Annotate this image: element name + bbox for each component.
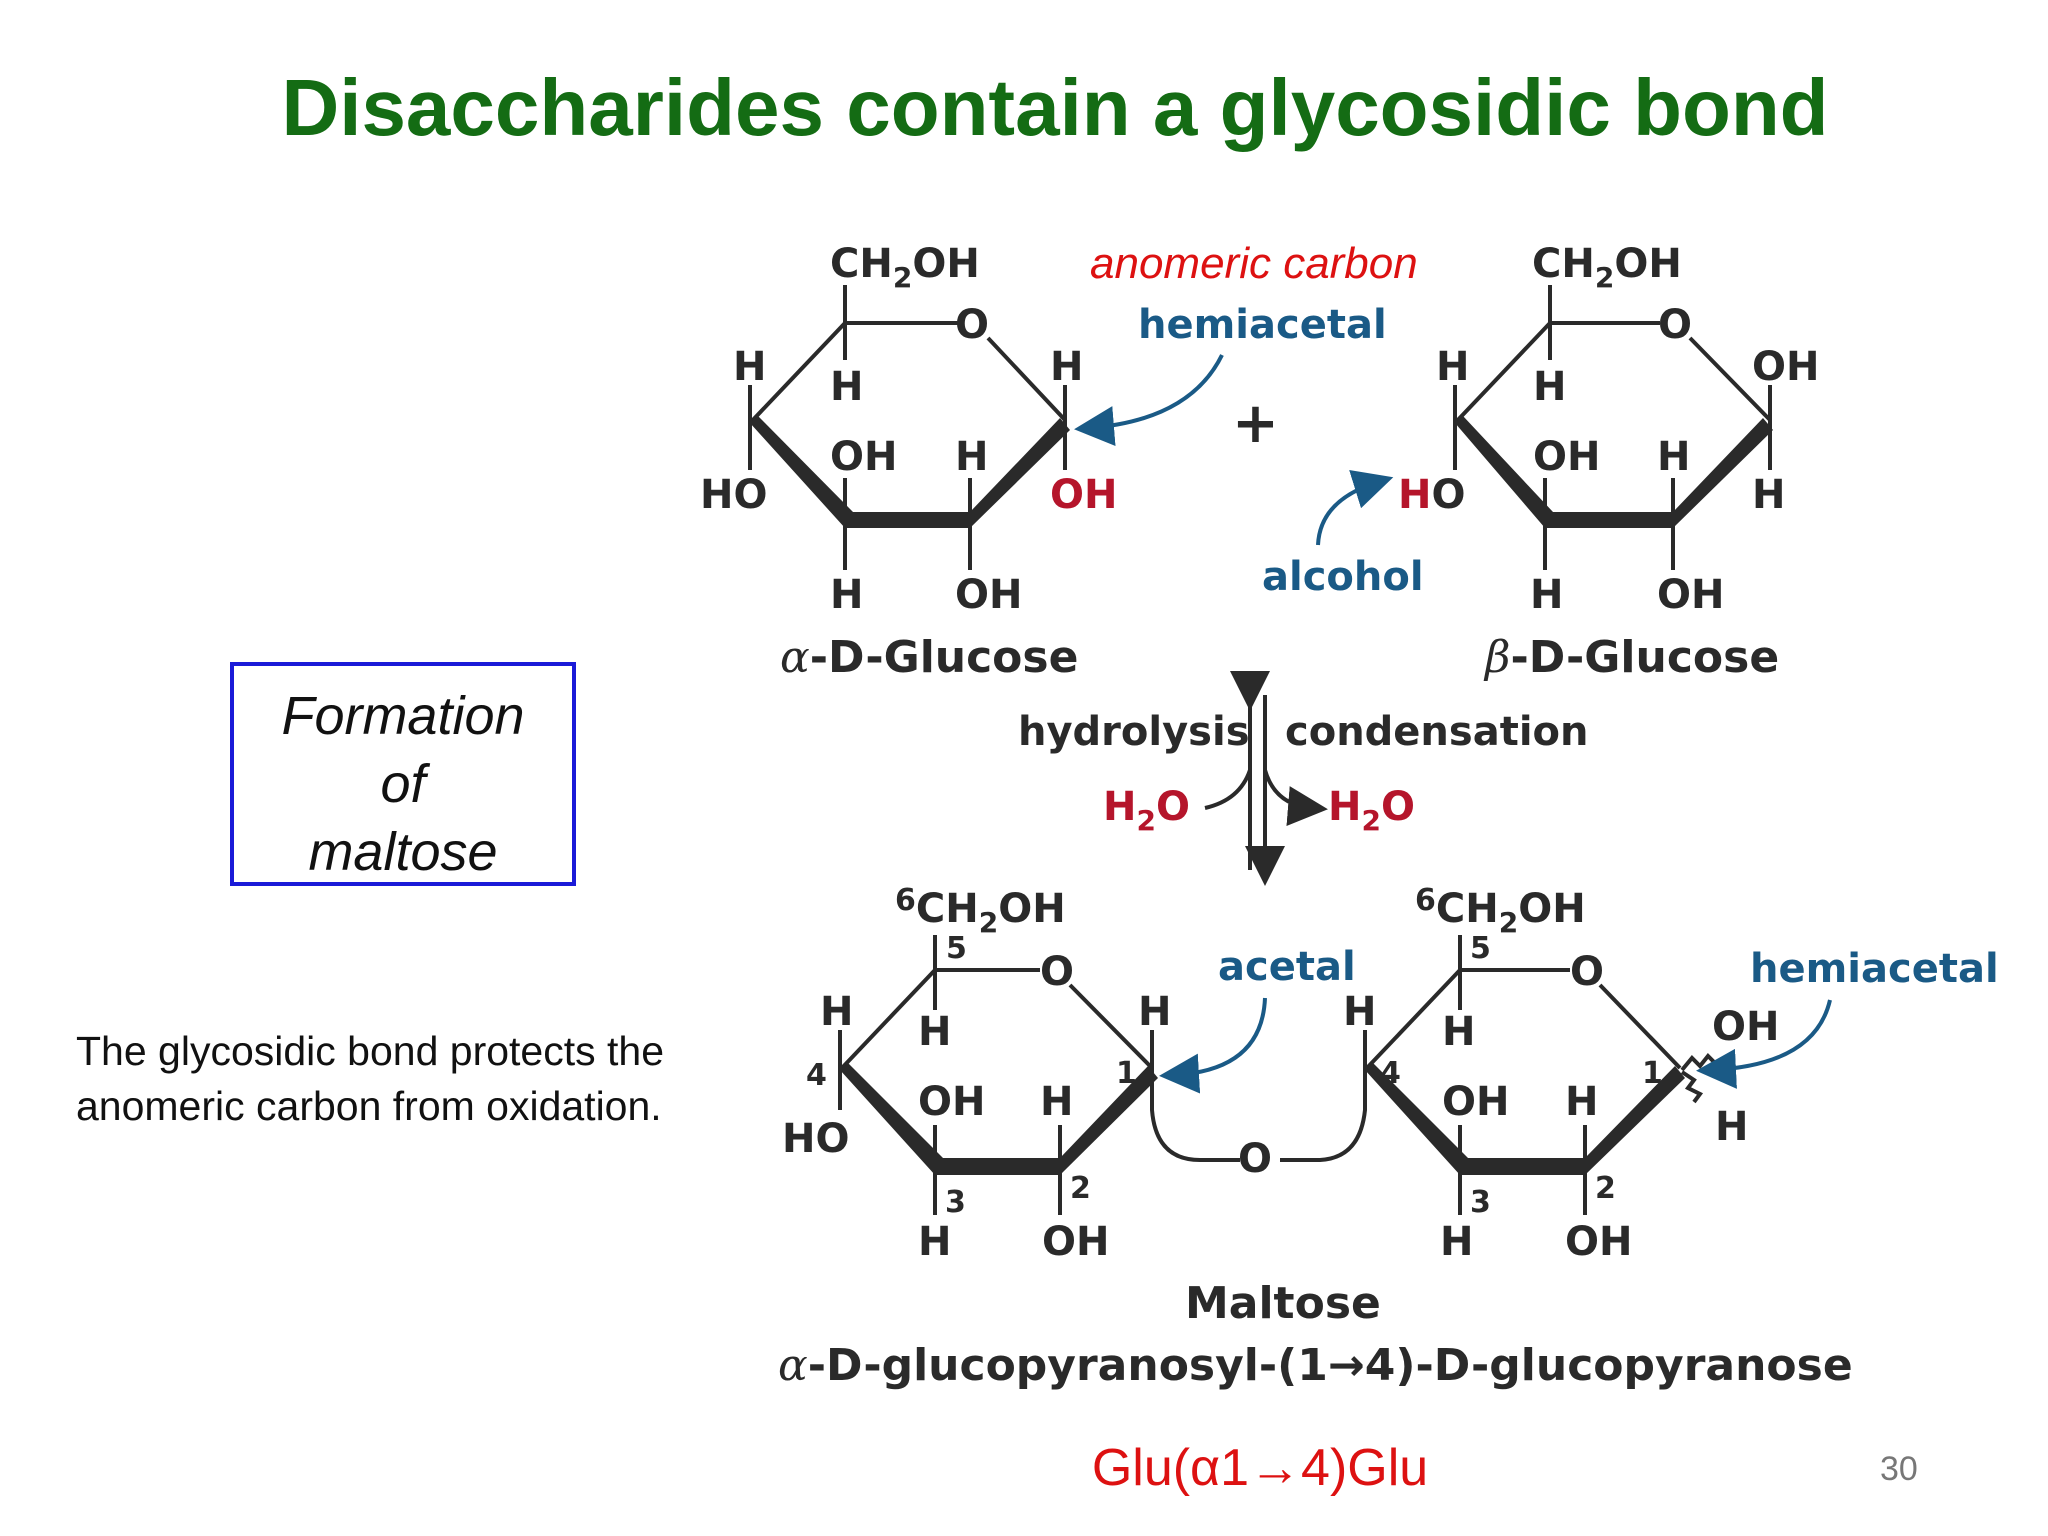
maltose-right-ring-o: O [1570, 949, 1604, 995]
hydrolysis-label: hydrolysis [1018, 709, 1250, 755]
plus-sign: + [1232, 391, 1279, 456]
box-line-3: maltose [308, 822, 498, 882]
anomeric-carbon-label: anomeric carbon [1090, 239, 1418, 288]
beta-h-c4top: H [1436, 344, 1469, 390]
beta-glucose-structure [1453, 285, 1773, 570]
maltose-left-c4-num: 4 [806, 1058, 827, 1093]
alcohol-label: alcohol [1262, 554, 1424, 600]
beta-ring-o: O [1658, 302, 1692, 348]
glu-abbreviation: Glu(α1→4)Glu [1091, 1439, 1429, 1497]
maltose-left-h-c3: H [918, 1219, 951, 1265]
alpha-oh-c2: OH [955, 572, 1022, 618]
maltose-left-c1-num: 1 [1116, 1056, 1137, 1091]
maltose-left-c3-num: 3 [945, 1185, 966, 1220]
maltose-right-oh-c3: OH [1442, 1079, 1509, 1125]
maltose-right-h-c1: H [1715, 1104, 1748, 1150]
maltose-left-ch2oh: 6CH2OH [895, 883, 1066, 939]
maltose-name: Maltose [1185, 1278, 1381, 1329]
maltose-left-c5-num: 5 [946, 931, 967, 966]
maltose-right-oh-c1: OH [1712, 1004, 1779, 1050]
beta-h-c5: H [1533, 364, 1566, 410]
maltose-right-ch2oh: 6CH2OH [1415, 883, 1586, 939]
alpha-glucose-structure [748, 285, 1070, 570]
beta-ch2oh: CH2OH [1532, 241, 1682, 294]
alpha-glucose-caption: α-D-Glucose [780, 632, 1078, 683]
iupac-prefix: α [778, 1340, 808, 1391]
maltose-right-h-c4: H [1343, 989, 1376, 1035]
maltose-right-c2-num: 2 [1595, 1171, 1616, 1206]
maltose-right-h-c5: H [1442, 1009, 1475, 1055]
maltose-right-c4-num: 4 [1380, 1056, 1401, 1091]
beta-oh-c1: OH [1752, 344, 1819, 390]
water-right-curve [1263, 769, 1328, 826]
alpha-h-c1: H [1050, 344, 1083, 390]
maltose-left-h-c4: H [820, 989, 853, 1035]
alpha-ch2oh: CH2OH [830, 241, 980, 294]
hemiacetal-label-bottom: hemiacetal [1750, 946, 1999, 992]
water-left: H2O [1103, 784, 1190, 837]
alpha-h-c5: H [830, 364, 863, 410]
alpha-prefix: α [780, 632, 810, 683]
alpha-oh-c3: OH [830, 434, 897, 480]
maltose-left-oh-c2: OH [1042, 1219, 1109, 1265]
maltose-left-ring-o: O [1040, 949, 1074, 995]
beta-glucose-label: -D-Glucose [1510, 632, 1779, 683]
beta-oh-c3: OH [1533, 434, 1600, 480]
beta-prefix: β [1483, 632, 1510, 683]
acetal-arrow [1159, 997, 1267, 1094]
box-line-1: Formation [281, 686, 525, 746]
alpha-glucose-label: -D-Glucose [810, 632, 1079, 683]
hemiacetal-label-top: hemiacetal [1138, 302, 1387, 348]
alpha-ring-o: O [955, 302, 989, 348]
maltose-right-c5-num: 5 [1470, 931, 1491, 966]
beta-oh-c2: OH [1657, 572, 1724, 618]
beta-h-c2top: H [1657, 434, 1690, 480]
hemiacetal-arrow-bottom [1696, 999, 1832, 1089]
condensation-label: condensation [1285, 709, 1589, 755]
maltose-left-h-c2: H [1040, 1079, 1073, 1125]
beta-h-c1: H [1752, 472, 1785, 518]
maltose-left-c2-num: 2 [1070, 1171, 1091, 1206]
slide-title: Disaccharides contain a glycosidic bond [281, 63, 1829, 152]
maltose-right-c1-num: 1 [1642, 1056, 1663, 1091]
water-left-curve [1204, 769, 1252, 810]
maltose-left-h-c5: H [918, 1009, 951, 1055]
alpha-oh-c1: OH [1050, 472, 1117, 518]
beta-ho-c4: HO [1398, 472, 1466, 518]
maltose-structure [838, 935, 1718, 1215]
iupac-body: -D-glucopyranosyl-(1→4)-D-glucopyranose [808, 1340, 1853, 1391]
alpha-ho-c4: HO [700, 472, 767, 518]
maltose-iupac-name: α-D-glucopyranosyl-(1→4)-D-glucopyranose [778, 1340, 1853, 1391]
page-number: 30 [1880, 1450, 1918, 1488]
maltose-right-h-c3: H [1440, 1219, 1473, 1265]
maltose-left-ho-c4: HO [782, 1116, 849, 1162]
acetal-label: acetal [1218, 944, 1356, 990]
alpha-h-c4top: H [733, 344, 766, 390]
beta-glucose-caption: β-D-Glucose [1483, 632, 1779, 683]
box-line-2: of [380, 754, 426, 814]
maltose-right-oh-c2: OH [1565, 1219, 1632, 1265]
alpha-h-c2top: H [955, 434, 988, 480]
maltose-right-c3-num: 3 [1470, 1185, 1491, 1220]
beta-h-c3: H [1530, 572, 1563, 618]
alpha-h-c3: H [830, 572, 863, 618]
hemiacetal-arrow-top [1074, 354, 1224, 447]
formation-box: Formation of maltose [230, 662, 576, 886]
maltose-left-h-c1: H [1138, 989, 1171, 1035]
glycosidic-oxygen: O [1238, 1136, 1272, 1182]
alcohol-arrow [1316, 470, 1394, 546]
water-right: H2O [1328, 784, 1415, 837]
maltose-right-h-c2: H [1565, 1079, 1598, 1125]
glycosidic-note: The glycosidic bond protects the anomeri… [76, 1028, 664, 1129]
maltose-left-oh-c3: OH [918, 1079, 985, 1125]
